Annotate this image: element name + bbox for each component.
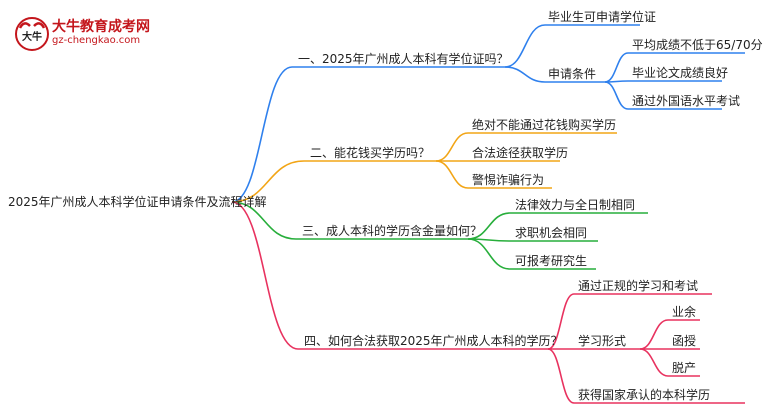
b3-child-3: 可报考研究生 xyxy=(515,254,588,268)
root-node: 2025年广州成人本科学位证申请条件及流程详解 xyxy=(8,195,267,209)
edge-b3-c3 xyxy=(467,238,511,270)
b4-child-1: 通过正规的学习和考试 xyxy=(578,279,699,293)
branch-3-label: 三、成人本科的学历含金量如何？ xyxy=(302,224,483,238)
b1-child-2: 申请条件 xyxy=(548,67,597,81)
b2-child-3: 警惕诈骗行为 xyxy=(472,173,545,187)
edge-b1-c2 xyxy=(504,66,546,83)
b4-child-2: 学习形式 xyxy=(578,334,627,348)
branch-1-label: 一、2025年广州成人本科有学位证吗？ xyxy=(298,52,509,66)
ox-logo-icon: 大牛 xyxy=(15,17,49,51)
branch-2-label: 二、能花钱买学历吗？ xyxy=(310,146,431,160)
edge-b4-c3 xyxy=(547,348,575,404)
b4-child-3: 获得国家承认的本科学历 xyxy=(578,388,711,402)
edge-b1-g1 xyxy=(604,52,629,83)
b4-grandchild-3: 脱产 xyxy=(672,361,697,375)
edge-root-b1 xyxy=(231,66,293,203)
b1-grandchild-2: 毕业论文成绩良好 xyxy=(632,66,729,80)
b1-grandchild-1: 平均成绩不低于65/70分 xyxy=(632,38,763,52)
edge-root-b2 xyxy=(231,160,305,203)
edge-b1-c1 xyxy=(504,24,546,68)
b4-grandchild-2: 函授 xyxy=(672,334,697,348)
edge-b4-g3 xyxy=(639,348,669,377)
b4-grandchild-1: 业余 xyxy=(672,305,697,319)
b3-child-2: 求职机会相同 xyxy=(515,226,588,240)
edge-root-b3 xyxy=(231,201,297,240)
b2-child-2: 合法途径获取学历 xyxy=(472,146,569,160)
b3-child-1: 法律效力与全日制相同 xyxy=(515,198,636,212)
logo-mark-text: 大牛 xyxy=(22,30,42,43)
edge-b4-g1 xyxy=(639,319,669,350)
brand-title: 大牛教育成考网 xyxy=(52,19,150,35)
brand-url: gz-chengkao.com xyxy=(52,35,141,46)
brand-logo: 大牛 大牛教育成考网 gz-chengkao.com xyxy=(14,14,164,54)
edge-b2-c3 xyxy=(435,160,469,189)
edge-b1-g3 xyxy=(604,81,629,110)
edge-b3-c1 xyxy=(467,212,511,240)
branch-4-label: 四、如何合法获取2025年广州成人本科的学历？ xyxy=(304,334,563,348)
edge-root-b4 xyxy=(231,201,299,350)
edge-b2-c1 xyxy=(435,132,469,162)
edge-b4-c1 xyxy=(547,293,575,350)
b1-child-1: 毕业生可申请学位证 xyxy=(548,10,657,24)
b1-grandchild-3: 通过外国语水平考试 xyxy=(632,94,741,108)
b2-child-1: 绝对不能通过花钱购买学历 xyxy=(472,118,617,132)
